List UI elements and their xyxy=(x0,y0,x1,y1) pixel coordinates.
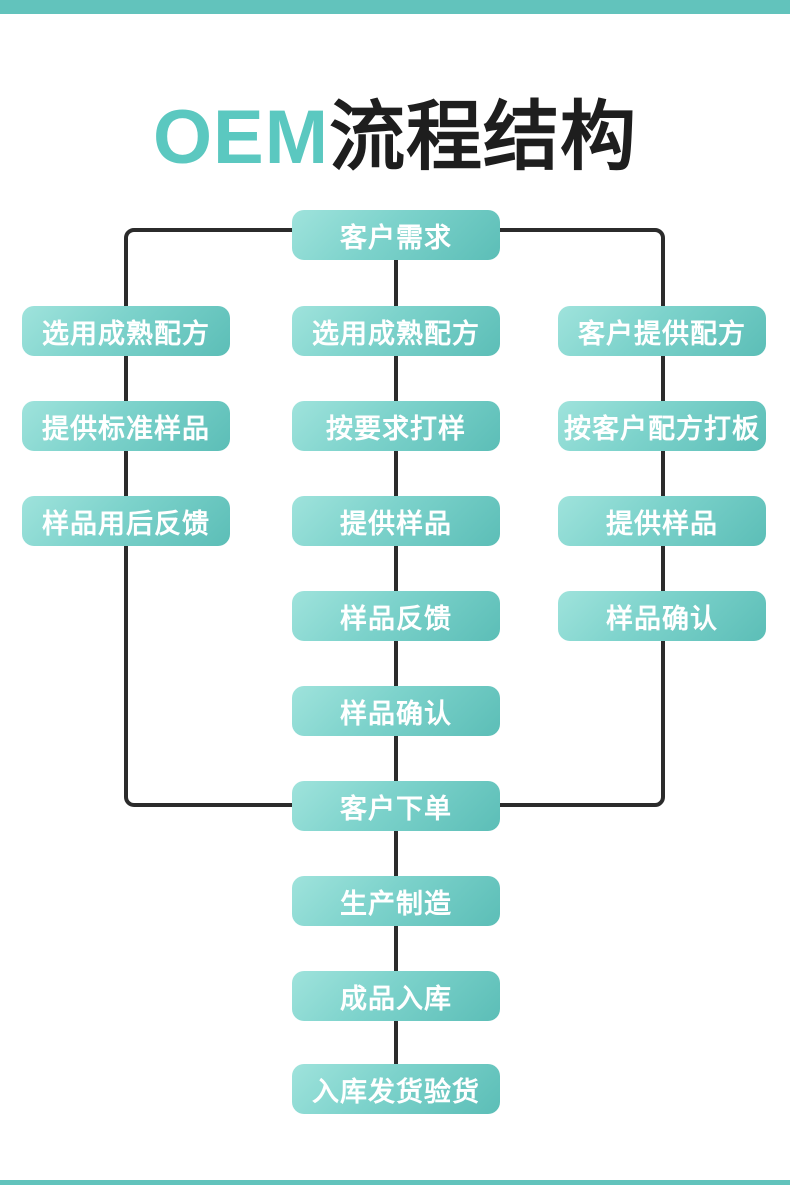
connector-center-line xyxy=(394,230,398,1090)
flow-node-sample-feedback: 样品反馈 xyxy=(292,591,500,641)
flow-node-finished-goods-warehousing: 成品入库 xyxy=(292,971,500,1021)
flow-node-plate-per-customer-formula: 按客户配方打板 xyxy=(558,401,766,451)
page-title-accent: OEM xyxy=(152,95,330,180)
page-title-rest: 流程结构 xyxy=(329,95,638,180)
bottom-accent-bar xyxy=(0,1180,790,1185)
flow-node-provide-sample-mid: 提供样品 xyxy=(292,496,500,546)
flow-node-customer-provides-formula: 客户提供配方 xyxy=(558,306,766,356)
flow-node-provide-standard-sample: 提供标准样品 xyxy=(22,401,230,451)
flow-node-sample-confirm-mid: 样品确认 xyxy=(292,686,500,736)
flow-node-provide-sample-right: 提供样品 xyxy=(558,496,766,546)
top-accent-bar xyxy=(0,0,790,14)
flow-node-sample-per-request: 按要求打样 xyxy=(292,401,500,451)
flow-node-sample-usage-feedback: 样品用后反馈 xyxy=(22,496,230,546)
flow-node-select-mature-formula-left: 选用成熟配方 xyxy=(22,306,230,356)
flow-node-sample-confirm-right: 样品确认 xyxy=(558,591,766,641)
flow-node-select-mature-formula-mid: 选用成熟配方 xyxy=(292,306,500,356)
flow-node-customer-needs: 客户需求 xyxy=(292,210,500,260)
page-title: OEM流程结构 xyxy=(0,86,790,190)
flow-node-customer-order: 客户下单 xyxy=(292,781,500,831)
flow-node-warehouse-ship-inspect: 入库发货验货 xyxy=(292,1064,500,1114)
flow-node-production: 生产制造 xyxy=(292,876,500,926)
